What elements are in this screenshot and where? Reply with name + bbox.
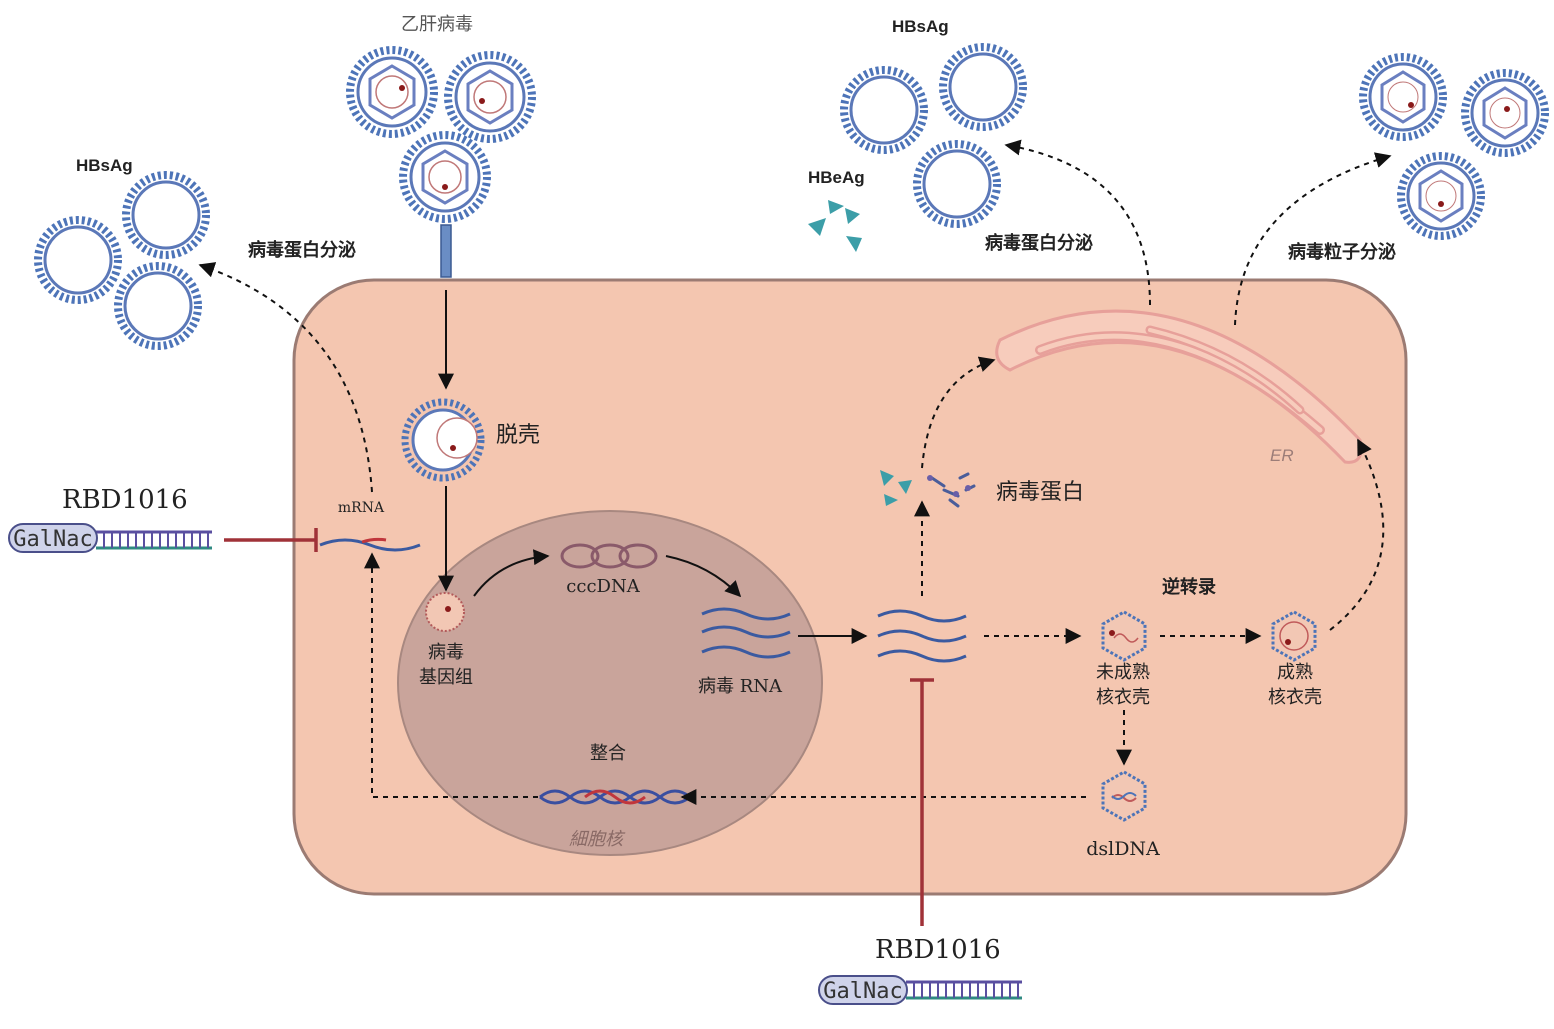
inhibition-left xyxy=(224,528,318,552)
er-organelle xyxy=(995,309,1363,464)
sirna-duplex-bottom xyxy=(906,980,1022,1000)
integration-label: 整合 xyxy=(590,743,626,764)
hbeag-label: HBeAg xyxy=(808,168,865,187)
galnac-bottom-tag: GalNac xyxy=(818,975,908,1005)
particle-secretion-label: 病毒粒子分泌 xyxy=(1288,242,1396,263)
uncoating-virion xyxy=(401,398,485,482)
hbsag-particles-right xyxy=(840,43,1027,228)
viral-genome-label: 病毒 基因组 xyxy=(419,642,473,688)
mrna-label: mRNA xyxy=(337,500,385,516)
receptor-stalk xyxy=(440,224,452,278)
mature-capsid-label: 成熟 核衣壳 xyxy=(1268,662,1322,708)
viral-genome-icon xyxy=(425,592,465,632)
nucleus xyxy=(397,510,823,856)
integrated-dna-helix xyxy=(539,789,691,805)
mature-capsid-icon xyxy=(1271,610,1317,662)
mrna-strand xyxy=(319,538,421,552)
reverse-transcription-label: 逆转录 xyxy=(1162,577,1216,598)
hbsag-right-label: HBsAg xyxy=(892,17,949,36)
uncoating-label: 脱壳 xyxy=(496,423,541,448)
viral-protein-label: 病毒蛋白 xyxy=(996,480,1085,505)
hbsag-left-label: HBsAg xyxy=(76,156,133,175)
viral-rna-label: 病毒 RNA xyxy=(697,676,783,697)
dashed-arrows xyxy=(198,139,1392,805)
dsldna-label: dslDNA xyxy=(1086,838,1160,860)
rbd-bottom-label: RBD1016 xyxy=(875,935,1001,965)
secretion-left-label: 病毒蛋白分泌 xyxy=(248,240,356,261)
viral-protein-fragments xyxy=(880,470,976,508)
rbd-left-label: RBD1016 xyxy=(62,485,188,515)
cccdna-label: cccDNA xyxy=(566,576,640,597)
cytoplasm-rna-strands xyxy=(877,609,967,663)
galnac-left-tag: GalNac xyxy=(8,523,98,553)
cccdna-icon xyxy=(560,543,658,569)
immature-capsid-icon xyxy=(1101,610,1147,662)
er-label: ER xyxy=(1270,446,1294,465)
hbv-title-label: 乙肝病毒 xyxy=(401,14,473,35)
secretion-right-label: 病毒蛋白分泌 xyxy=(985,233,1093,254)
viral-rna-strands xyxy=(701,607,791,659)
solid-arrows xyxy=(438,290,868,644)
sirna-duplex-left xyxy=(96,530,212,550)
immature-capsid-label: 未成熟 核衣壳 xyxy=(1096,662,1150,708)
nucleus-label: 細胞核 xyxy=(569,829,623,850)
virion-particles-right xyxy=(1359,53,1549,240)
inhibition-bottom xyxy=(910,678,934,926)
dsldna-capsid-icon xyxy=(1101,770,1147,822)
hbsag-particles-left xyxy=(34,171,210,350)
mrna-target-site xyxy=(361,537,387,544)
hbeag-antigens xyxy=(808,200,862,252)
hbv-virion-group xyxy=(346,46,536,223)
